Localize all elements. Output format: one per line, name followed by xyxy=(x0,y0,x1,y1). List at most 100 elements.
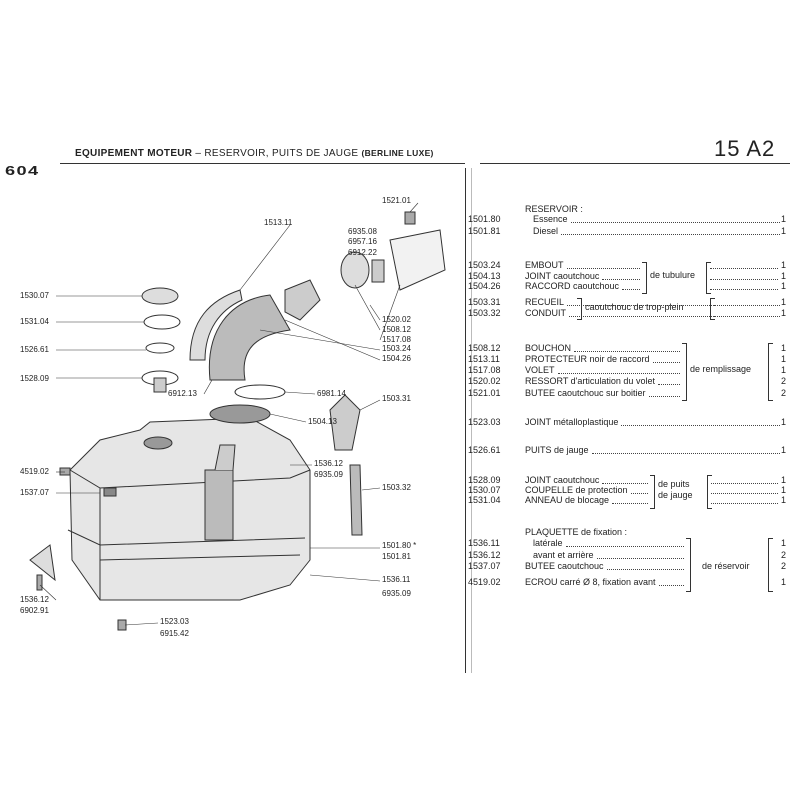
callout-label: 1503.32 xyxy=(382,483,411,492)
part-number: 4519.02 xyxy=(468,577,501,587)
bracket xyxy=(707,475,712,509)
dot-leader xyxy=(592,445,780,454)
part-number: 1504.26 xyxy=(468,281,501,291)
dot-leader xyxy=(558,365,680,374)
part-description: COUPELLE de protection xyxy=(525,485,628,495)
callout-label: 1536.12 xyxy=(314,459,343,468)
bracket xyxy=(710,298,715,320)
part-description: BUTEE caoutchouc xyxy=(525,561,604,571)
dot-leader xyxy=(571,214,780,223)
part-description: RECUEIL xyxy=(525,297,565,307)
dot-leader xyxy=(711,485,778,494)
part-number: 1504.13 xyxy=(468,271,501,281)
part-quantity: 1 xyxy=(780,538,786,548)
part-quantity: 1 xyxy=(780,354,786,364)
part-quantity: 1 xyxy=(780,271,786,281)
callout-label: 1501.80 * xyxy=(382,541,417,550)
callout-label: 1503.31 xyxy=(382,394,411,403)
part-quantity: 2 xyxy=(780,561,786,571)
callout-label: 1523.03 xyxy=(160,617,189,626)
part-description: RESSORT d'articulation du volet xyxy=(525,376,655,386)
part-number: 1536.12 xyxy=(468,550,501,560)
bracket xyxy=(642,262,647,294)
part-description: CONDUIT xyxy=(525,308,566,318)
callout-label: 6935.09 xyxy=(382,589,411,598)
callout-label: 1528.09 xyxy=(20,374,49,383)
column-divider xyxy=(465,168,466,673)
part-quantity: 2 xyxy=(780,388,786,398)
page-title: EQUIPEMENT MOTEUR – RESERVOIR, PUITS DE … xyxy=(75,148,434,159)
header-rule-right xyxy=(480,163,790,164)
part-number: 1508.12 xyxy=(468,343,501,353)
callout-label: 1517.08 xyxy=(382,335,411,344)
part-quantity: 1 xyxy=(780,297,786,307)
dot-leader xyxy=(658,376,680,385)
callout-label: 1501.81 xyxy=(382,552,411,561)
callout-label: 6902.91 xyxy=(20,606,49,615)
part-quantity: 1 xyxy=(780,475,786,485)
bracket xyxy=(650,475,655,509)
dot-leader xyxy=(631,485,648,494)
part-number: 1517.08 xyxy=(468,365,501,375)
callout-label: 6935.08 xyxy=(348,227,377,236)
part-quantity: 2 xyxy=(780,550,786,560)
part-quantity: 1 xyxy=(780,308,786,318)
dot-leader xyxy=(597,550,684,559)
dot-leader xyxy=(710,281,778,290)
group-label-trop-plein: caoutchouc de trop-plein xyxy=(585,302,684,312)
part-number: 1513.11 xyxy=(468,354,500,364)
part-quantity: 1 xyxy=(780,417,786,427)
group-label-remplissage: de remplissage xyxy=(690,364,752,374)
part-quantity: 1 xyxy=(780,343,786,353)
title-main: EQUIPEMENT MOTEUR xyxy=(75,148,193,159)
dot-leader xyxy=(622,281,640,290)
part-number: 1537.07 xyxy=(468,561,501,571)
group-label-puits: de puits xyxy=(658,479,690,489)
dot-leader xyxy=(607,561,684,570)
column-divider-secondary xyxy=(471,168,472,673)
part-description: PLAQUETTE de fixation : xyxy=(525,527,628,537)
part-description: BOUCHON xyxy=(525,343,572,353)
callout-label: 1521.01 xyxy=(382,196,411,205)
parts-row: 1504.26 RACCORD caoutchouc 1 xyxy=(468,281,790,292)
part-description: JOINT métalloplastique xyxy=(525,417,619,427)
callout-label: 1531.04 xyxy=(20,317,49,326)
part-description: PROTECTEUR noir de raccord xyxy=(525,354,650,364)
part-number: 1520.02 xyxy=(468,376,501,386)
header-rule xyxy=(60,163,465,164)
part-description: RACCORD caoutchouc xyxy=(525,281,620,291)
bracket xyxy=(706,262,711,294)
part-description: RESERVOIR : xyxy=(525,204,583,214)
part-description: Diesel xyxy=(533,226,559,236)
title-variant: (BERLINE LUXE) xyxy=(361,148,434,158)
part-description: VOLET xyxy=(525,365,555,375)
part-description: EMBOUT xyxy=(525,260,564,270)
part-number: 1503.24 xyxy=(468,260,501,270)
callout-label: 1536.11 xyxy=(382,575,411,584)
part-description: ECROU carré Ø 8, fixation avant xyxy=(525,577,656,587)
dot-leader xyxy=(561,226,780,235)
callout-label: 6912.22 xyxy=(348,248,377,257)
bracket xyxy=(577,298,582,320)
part-description: ANNEAU de blocage xyxy=(525,495,610,505)
logo-604: 604 xyxy=(5,163,40,178)
callout-label: 1537.07 xyxy=(20,488,49,497)
part-quantity: 1 xyxy=(780,281,786,291)
callout-label: 6957.16 xyxy=(348,237,377,246)
overflow-parts xyxy=(329,394,363,536)
leader-lines xyxy=(39,202,419,626)
dot-leader xyxy=(566,538,684,547)
dot-leader xyxy=(574,343,680,352)
